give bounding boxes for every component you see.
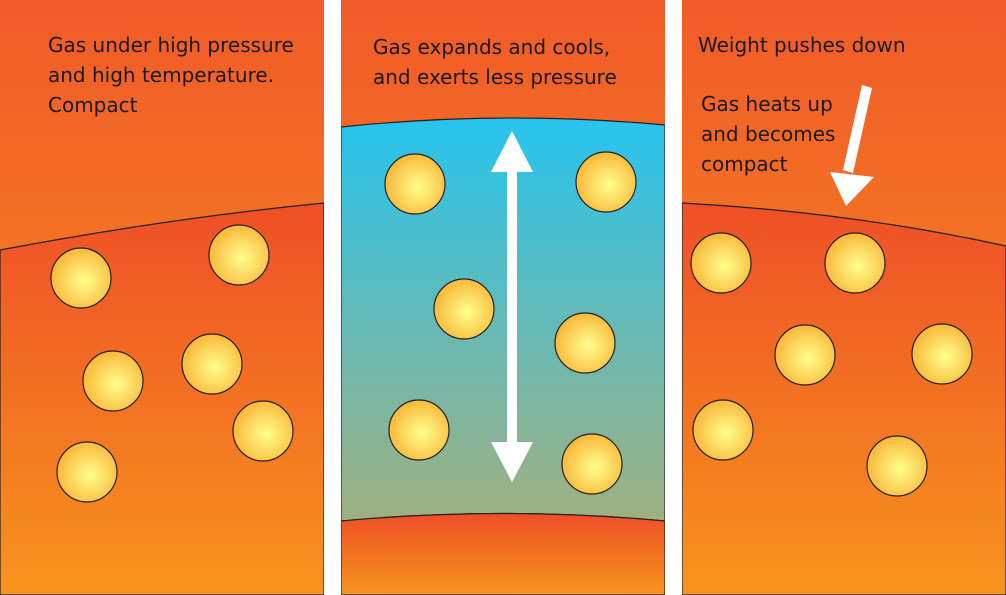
gas-particle-icon: [50, 247, 112, 309]
gas-particle-icon: [561, 433, 623, 495]
gas-particle-icon: [181, 333, 243, 395]
gas-particle-icon: [384, 153, 446, 215]
double-headed-arrow-icon: [491, 131, 533, 482]
gas-particle-icon: [774, 324, 836, 386]
gas-particle-icon: [690, 232, 752, 294]
gas-particle-icon: [911, 323, 973, 385]
expansion-caption: Gas expands and cools, and exerts less p…: [373, 35, 617, 89]
lower-crust-layer: [341, 512, 665, 595]
high-pressure-panel: [0, 0, 324, 595]
weight-caption: Weight pushes down: [698, 33, 906, 57]
gas-particle-icon: [692, 399, 754, 461]
gas-particle-icon: [56, 441, 118, 503]
gas-particle-icon: [232, 400, 294, 462]
compact-gas-layer: [0, 202, 324, 595]
gas-particle-icon: [824, 232, 886, 294]
gas-particle-icon: [554, 312, 616, 374]
gas-particle-icon: [82, 350, 144, 412]
gas-particle-icon: [575, 151, 637, 213]
panel-divider: [665, 0, 682, 595]
heating-caption: Gas heats up and becomes compact: [701, 92, 836, 176]
panel-divider: [324, 0, 341, 595]
weight-panel: [682, 0, 1006, 595]
gas-particle-icon: [388, 399, 450, 461]
down-arrow-icon: [830, 85, 874, 206]
gas-particle-icon: [208, 224, 270, 286]
gas-particle-icon: [866, 435, 928, 497]
expansion-panel: [341, 0, 665, 595]
gas-particle-icon: [433, 278, 495, 340]
high-pressure-caption: Gas under high pressure and high tempera…: [48, 33, 294, 117]
